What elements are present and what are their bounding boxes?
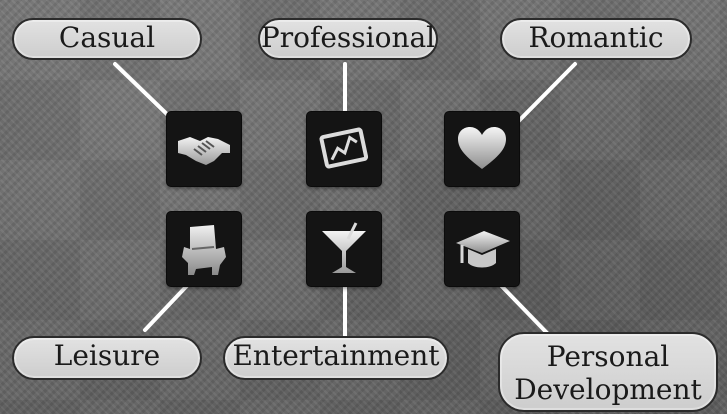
label-personal-development: Personal Development [498,332,718,412]
label-casual-text: Casual [58,21,156,54]
tile-romantic [445,112,519,186]
label-casual: Casual [12,18,202,60]
graduation-cap-icon [456,231,510,268]
label-personal-text: Personal [546,340,670,373]
label-romantic: Romantic [500,18,692,60]
label-development-text: Development [514,373,702,406]
tile-entertainment [307,212,381,286]
label-professional: Professional [258,18,438,60]
handshake-icon [178,137,230,165]
heart-icon [458,127,506,169]
label-entertainment: Entertainment [223,336,449,380]
label-romantic-text: Romantic [528,21,664,54]
armchair-icon [182,225,226,275]
label-entertainment-text: Entertainment [232,339,440,372]
tile-leisure [167,212,241,286]
tile-professional [307,112,381,186]
tile-casual [167,112,241,186]
tile-personal-development [445,212,519,286]
label-leisure-text: Leisure [53,339,161,372]
label-professional-text: Professional [260,21,436,54]
label-leisure: Leisure [12,336,202,380]
cocktail-icon [322,222,366,273]
chart-frame-icon [319,127,369,169]
